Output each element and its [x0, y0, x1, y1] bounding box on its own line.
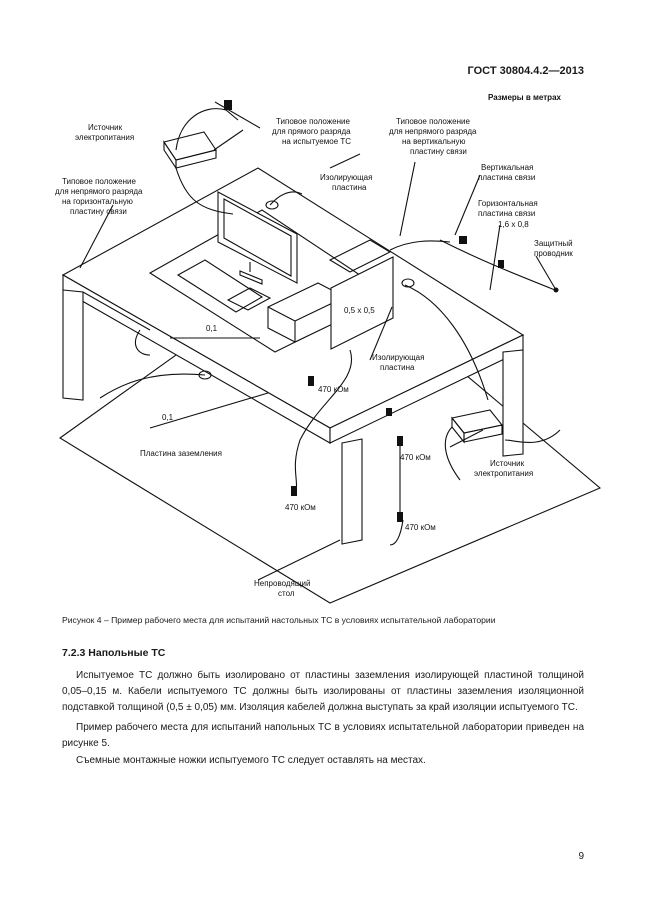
label-nonconductive-table: Непроводящий [254, 579, 310, 588]
label-protective-conductor: Защитный [534, 239, 573, 248]
svg-text:пластина: пластина [332, 183, 367, 192]
svg-text:на вертикальную: на вертикальную [402, 137, 465, 146]
insulating-plate [328, 239, 392, 273]
svg-text:1,6 x 0,8: 1,6 x 0,8 [498, 220, 529, 229]
svg-text:электропитания: электропитания [474, 469, 533, 478]
svg-text:пластина связи: пластина связи [478, 173, 535, 182]
table-leg-front-center [341, 438, 363, 545]
monitor [217, 191, 298, 284]
label-insulating-plate-top: Изолирующая [320, 173, 372, 182]
table-leg-right [502, 349, 524, 457]
label-ground-plane: Пластина заземления [140, 449, 222, 458]
label-indirect-vertical: Типовое положение [396, 117, 470, 126]
label-vertical-coupling-plane: Вертикальная [481, 163, 533, 172]
table-leg-front-left [62, 289, 84, 401]
svg-text:электропитания: электропитания [75, 133, 134, 142]
document-header: ГОСТ 30804.4.2—2013 [467, 65, 585, 77]
label-vcp-size: 0,5 x 0,5 [344, 306, 375, 315]
power-source-right [451, 409, 503, 434]
svg-text:для непрямого разряда: для непрямого разряда [55, 187, 143, 196]
svg-text:для непрямого разряда: для непрямого разряда [389, 127, 477, 136]
label-power-source-left: Источник [88, 123, 123, 132]
label-resistor-3: 470 кОм [405, 523, 436, 532]
svg-text:пластина: пластина [380, 363, 415, 372]
svg-text:на испытуемое ТС: на испытуемое ТС [282, 137, 351, 146]
label-resistor-1: 470 кОм [318, 385, 349, 394]
label-indirect-horizontal: Типовое положение [62, 177, 136, 186]
label-horizontal-coupling-plane: Горизонтальная [478, 199, 538, 208]
keyboard [176, 259, 264, 313]
section-title: 7.2.3 Напольные ТС [62, 647, 166, 659]
svg-text:пластину связи: пластину связи [410, 147, 467, 156]
dimensions-note: Размеры в метрах [488, 93, 562, 102]
svg-text:пластина связи: пластина связи [478, 209, 535, 218]
svg-text:на горизонтальную: на горизонтальную [62, 197, 133, 206]
power-source-left [163, 131, 217, 161]
label-insulating-plate-bottom: Изолирующая [372, 353, 424, 362]
paragraph: Пример рабочего места для испытаний напо… [62, 722, 584, 749]
svg-text:пластину связи: пластину связи [70, 207, 127, 216]
label-resistor-2: 470 кОм [400, 453, 431, 462]
workplace-figure: Размеры в метрах Источник электропитания… [55, 93, 602, 604]
paragraph: Съемные монтажные ножки испытуемого ТС с… [76, 755, 426, 766]
svg-text:проводник: проводник [534, 249, 573, 258]
label-dim-01-a: 0,1 [206, 324, 218, 333]
label-dim-01-b: 0,1 [162, 413, 174, 422]
label-direct-discharge: Типовое положение [276, 117, 350, 126]
svg-text:стол: стол [278, 589, 295, 598]
label-power-source-right: Источник [490, 459, 525, 468]
label-resistor-4: 470 кОм [285, 503, 316, 512]
figure-caption: Рисунок 4 – Пример рабочего места для ис… [62, 615, 496, 625]
page-number: 9 [578, 851, 584, 862]
paragraph: Испытуемое ТС должно быть изолировано от… [62, 670, 584, 713]
vertical-coupling-plane [330, 256, 394, 350]
svg-text:для прямого разряда: для прямого разряда [272, 127, 351, 136]
